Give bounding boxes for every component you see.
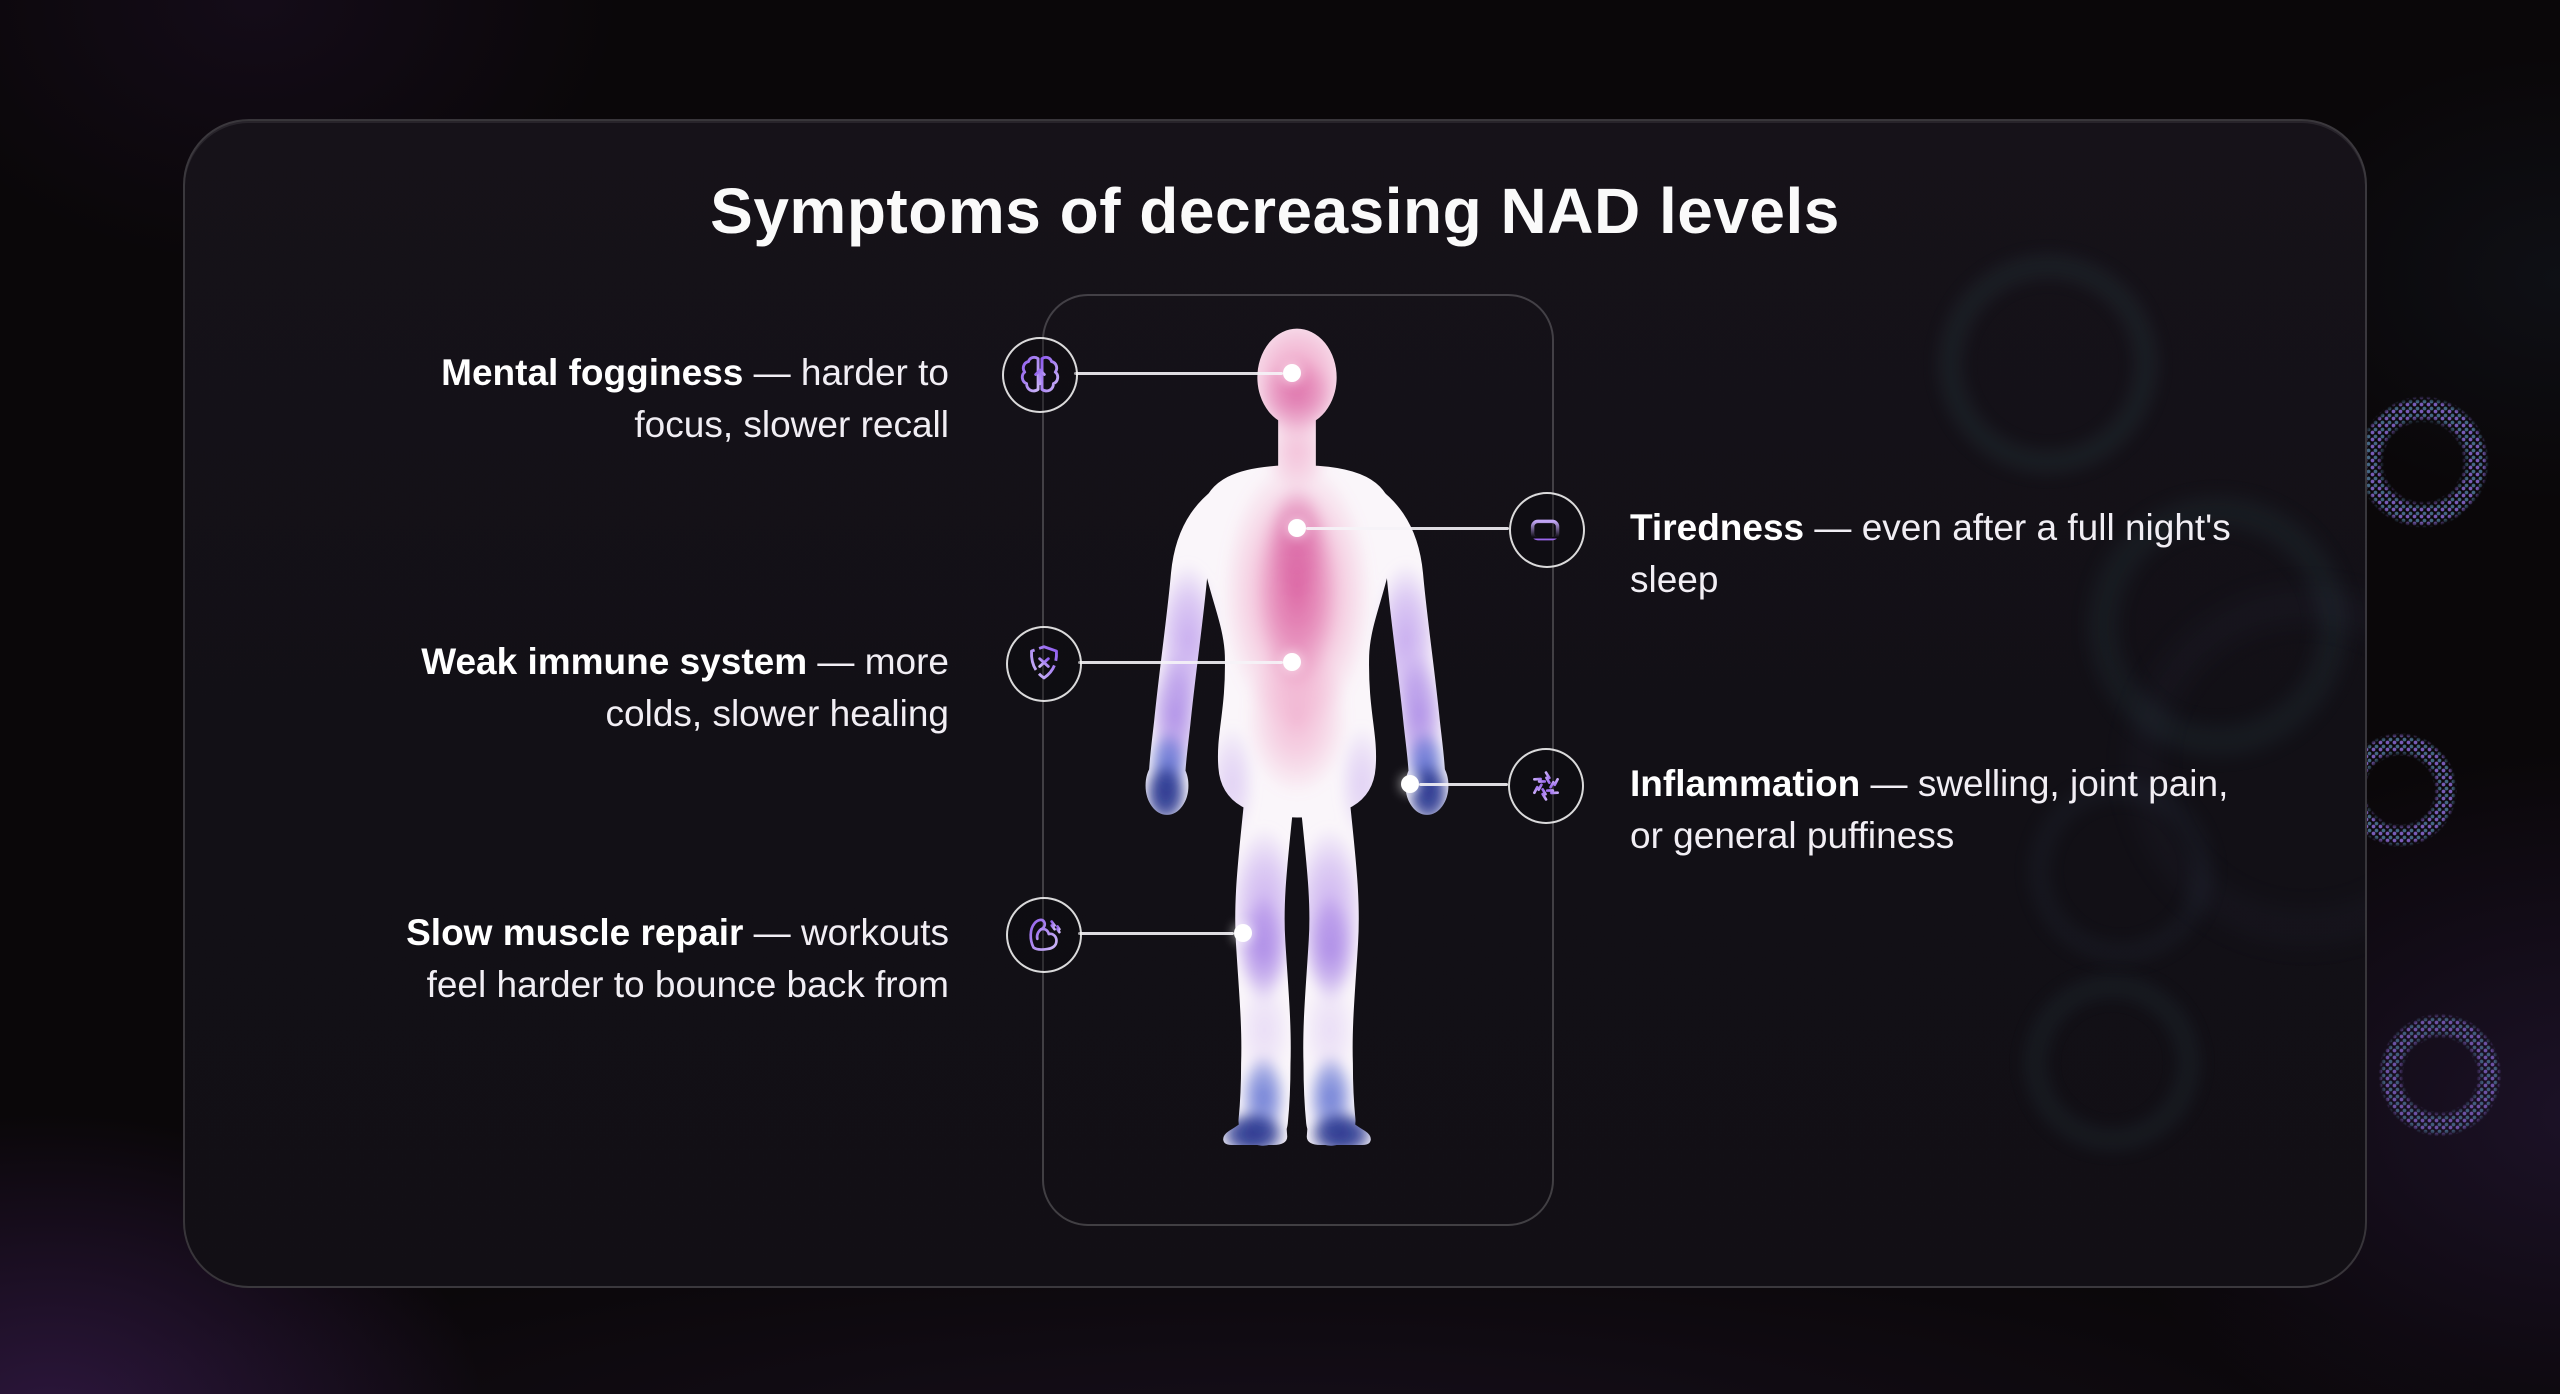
callout-separator: — — [753, 352, 791, 393]
callout-tiredness: Tiredness — even after a full night's sl… — [1630, 502, 2242, 606]
callout-separator: — — [1814, 507, 1852, 548]
connector-line-muscle-repair — [1078, 932, 1234, 935]
callout-inflammation: Inflammation — swelling, joint pain, or … — [1630, 758, 2242, 862]
callout-term: Mental fogginess — [441, 352, 744, 393]
halftone-cell-ring — [2348, 387, 2498, 537]
callout-separator: — — [753, 912, 791, 953]
callout-mental-fogginess: Mental fogginess — harder to focus, slow… — [337, 347, 949, 451]
anchor-dot-knee — [1234, 924, 1252, 942]
icon-circle-mental-fogginess — [1002, 337, 1078, 413]
icon-circle-weak-immune — [1006, 626, 1082, 702]
battery-low-icon — [1530, 519, 1563, 541]
anchor-dot-belly — [1283, 653, 1301, 671]
icon-circle-tiredness — [1509, 492, 1585, 568]
callout-description: even after a full night's sleep — [1630, 507, 2231, 600]
callout-term: Weak immune system — [421, 641, 808, 682]
infographic-card: Symptoms of decreasing NAD levels — [183, 119, 2367, 1288]
callout-term: Inflammation — [1630, 763, 1861, 804]
halftone-cell-ring — [2370, 1005, 2510, 1145]
callout-weak-immune: Weak immune system — more colds, slower … — [337, 636, 949, 740]
cell-ring-decoration — [2028, 979, 2196, 1147]
muscle-bolt-icon — [1029, 918, 1061, 951]
callout-separator: — — [1870, 763, 1908, 804]
shield-x-icon — [1030, 645, 1058, 680]
callout-description: more colds, slower healing — [605, 641, 949, 734]
page-title: Symptoms of decreasing NAD levels — [710, 175, 1840, 247]
callout-description: workouts feel harder to bounce back from — [426, 912, 949, 1005]
anchor-dot-head — [1283, 364, 1301, 382]
callout-description: harder to focus, slower recall — [634, 352, 949, 445]
callout-description: swelling, joint pain, or general puffine… — [1630, 763, 2229, 856]
callout-muscle-repair: Slow muscle repair — workouts feel harde… — [337, 907, 949, 1011]
connector-line-weak-immune — [1078, 661, 1283, 664]
callout-term: Tiredness — [1630, 507, 1805, 548]
cell-ring-decoration — [1942, 258, 2154, 470]
icon-circle-inflammation — [1508, 748, 1584, 824]
anchor-dot-hand — [1401, 775, 1419, 793]
inflammation-burst-icon — [1533, 771, 1559, 801]
icon-circle-muscle-repair — [1006, 897, 1082, 973]
callout-separator: — — [817, 641, 855, 682]
connector-line-tiredness — [1306, 527, 1509, 530]
connector-line-inflammation — [1419, 783, 1508, 786]
callout-term: Slow muscle repair — [406, 912, 744, 953]
brain-icon — [1020, 355, 1060, 393]
anchor-dot-chest — [1288, 519, 1306, 537]
connector-line-mental-fogginess — [1074, 372, 1283, 375]
human-body-silhouette — [1102, 328, 1492, 1160]
